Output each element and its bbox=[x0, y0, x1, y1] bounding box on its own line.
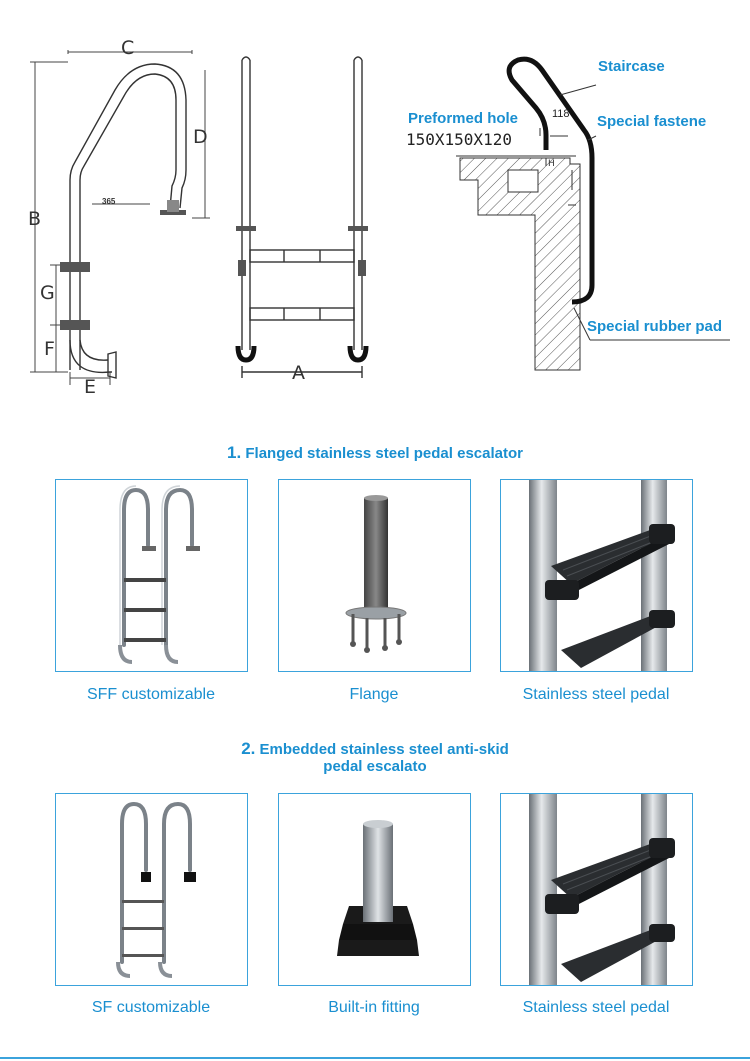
front-view-drawing: A bbox=[228, 50, 378, 390]
product-image-flange bbox=[278, 479, 471, 672]
caption-sff: SFF customizable bbox=[86, 686, 216, 703]
product-image-sf bbox=[55, 793, 248, 986]
section1-number: 1. bbox=[227, 443, 242, 462]
dim-c-label: C bbox=[121, 37, 135, 59]
caption-flange: Flange bbox=[349, 686, 399, 703]
dim-f-label: F bbox=[44, 338, 55, 360]
caption-sf: SF customizable bbox=[91, 999, 211, 1016]
product-image-pedal-2 bbox=[500, 793, 693, 986]
hole-size-label: 150X150X120 bbox=[406, 130, 512, 149]
section2-title: 2. Embedded stainless steel anti-skid pe… bbox=[0, 740, 750, 775]
section2-title-line1: Embedded stainless steel anti-skid bbox=[259, 741, 509, 758]
caption-fitting: Built-in fitting bbox=[328, 999, 420, 1016]
product-image-fitting bbox=[278, 793, 471, 986]
product-image-sff bbox=[55, 479, 248, 672]
dim-b-label: B bbox=[28, 208, 42, 230]
product-image-pedal-1 bbox=[500, 479, 693, 672]
section2-title-line2: pedal escalato bbox=[323, 758, 427, 775]
installation-drawing: H Staircase Preformed hole 150X150X120 1… bbox=[400, 40, 740, 380]
side-view-drawing: C D B G F E 365 bbox=[20, 37, 235, 405]
dim-a-label: A bbox=[292, 362, 305, 384]
rubber-pad-label: Special rubber pad bbox=[587, 318, 723, 335]
section1-title-text: Flanged stainless steel pedal escalator bbox=[245, 445, 523, 462]
dim-d-label: D bbox=[193, 126, 208, 148]
svg-text:H: H bbox=[548, 159, 555, 169]
bottom-divider bbox=[0, 1057, 750, 1059]
special-fastener-label: Special fastene bbox=[597, 113, 707, 130]
section2-number: 2. bbox=[241, 739, 256, 758]
staircase-label: Staircase bbox=[598, 58, 665, 75]
dim-g-label: G bbox=[40, 282, 55, 304]
section1-title: 1. Flanged stainless steel pedal escalat… bbox=[0, 444, 750, 462]
dim-365-label: 365 bbox=[102, 197, 116, 206]
preformed-hole-label: Preformed hole bbox=[408, 110, 519, 127]
caption-pedal-2: Stainless steel pedal bbox=[522, 999, 670, 1016]
dim-e-label: E bbox=[84, 376, 97, 398]
caption-pedal-1: Stainless steel pedal bbox=[522, 686, 670, 703]
dim-118-label: 118 bbox=[552, 108, 570, 120]
